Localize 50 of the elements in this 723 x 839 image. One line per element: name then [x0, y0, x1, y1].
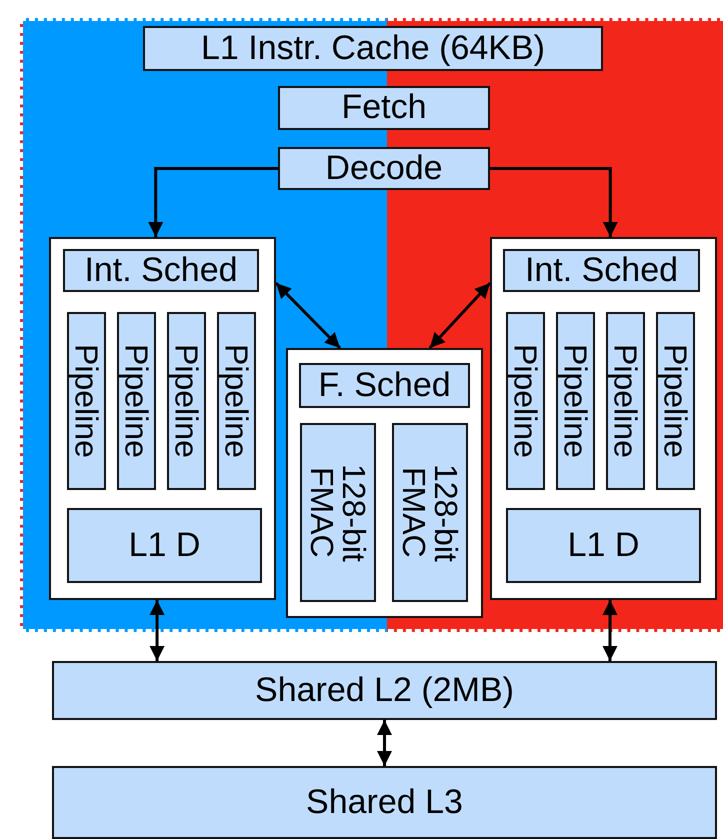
- unit-box: [217, 312, 256, 490]
- arrow: [150, 600, 165, 661]
- block-box: [299, 363, 470, 408]
- block-box: [67, 508, 262, 583]
- unit-box: [606, 312, 645, 490]
- unit-box: [392, 423, 468, 602]
- arrow: [602, 600, 618, 661]
- arrow: [490, 167, 618, 237]
- block-label: Pipeline: [220, 344, 252, 458]
- unit-box: [67, 312, 106, 490]
- arrow: [428, 282, 492, 350]
- core-box: [490, 237, 717, 600]
- block-label: Int. Sched: [524, 252, 678, 290]
- block-label: Pipeline: [560, 344, 592, 458]
- block-box: [503, 249, 700, 292]
- arrow: [274, 282, 342, 350]
- block-box: [52, 661, 717, 720]
- block-label: Pipeline: [510, 344, 542, 458]
- block-label: Fetch: [341, 89, 427, 127]
- block-label: L1 Instr. Cache (64KB): [201, 30, 545, 68]
- block-box: [506, 508, 701, 583]
- block-label: F. Sched: [318, 366, 451, 404]
- block-box: [143, 26, 603, 71]
- block-box: [278, 86, 490, 130]
- unit-box: [556, 312, 595, 490]
- block-label: Pipeline: [170, 344, 202, 458]
- core-box: [49, 237, 276, 600]
- unit-box: [117, 312, 156, 490]
- unit-box: [300, 423, 376, 602]
- block-label: Shared L2 (2MB): [255, 672, 514, 710]
- arrow: [377, 720, 392, 766]
- block-label: Decode: [325, 150, 443, 188]
- block-label: Shared L3: [306, 784, 463, 822]
- block-label: 128-bit FMAC: [306, 462, 370, 564]
- unit-box: [656, 312, 695, 490]
- block-box: [278, 147, 490, 190]
- block-label: L1 D: [568, 526, 640, 564]
- core-box: [286, 348, 483, 618]
- block-label: Pipeline: [610, 344, 642, 458]
- block-label: 128-bit FMAC: [398, 462, 462, 564]
- block-label: Pipeline: [120, 344, 152, 458]
- block-label: L1 D: [128, 526, 200, 564]
- block-box: [63, 249, 259, 292]
- arrow: [148, 167, 278, 237]
- unit-box: [506, 312, 545, 490]
- block-box: [52, 766, 717, 839]
- unit-box: [167, 312, 206, 490]
- block-label: Pipeline: [70, 344, 102, 458]
- block-label: Pipeline: [660, 344, 692, 458]
- block-label: Int. Sched: [84, 252, 238, 290]
